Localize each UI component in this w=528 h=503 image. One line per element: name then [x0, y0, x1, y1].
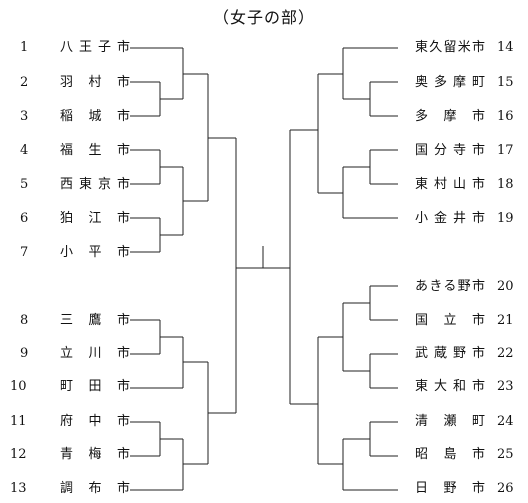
team-number: 13	[10, 481, 27, 496]
team-number: 19	[497, 211, 514, 226]
team-name: 立川市	[60, 346, 130, 361]
team-entry: 12 青梅市	[10, 445, 130, 465]
team-number: 1	[20, 40, 29, 55]
team-entry: 4 福生市	[20, 141, 130, 161]
bracket-title: （女子の部）	[212, 8, 315, 27]
team-entry: 10 町田市	[10, 377, 130, 397]
team-name: 東久留米市	[415, 40, 485, 55]
team-number: 10	[10, 379, 27, 394]
team-name: 西東京市	[60, 177, 130, 192]
team-number: 16	[497, 109, 514, 124]
team-name: 東村山市	[415, 177, 485, 192]
team-entry: 多摩市 16	[415, 107, 528, 127]
team-entry: 小金井市 19	[415, 209, 528, 229]
team-entry: あきる野市 20	[415, 277, 528, 297]
team-entry: 7 小平市	[20, 243, 130, 263]
team-entry: 3 稲城市	[20, 107, 130, 127]
team-entry: 13 調布市	[10, 479, 130, 499]
team-entry: 6 狛江市	[20, 209, 130, 229]
team-name: 羽村市	[60, 75, 130, 90]
team-number: 26	[497, 481, 514, 496]
team-name: 国分寺市	[415, 143, 485, 158]
team-name: 東大和市	[415, 379, 485, 394]
team-number: 3	[20, 109, 29, 124]
team-name: 小平市	[60, 245, 130, 260]
team-entry: 2 羽村市	[20, 73, 130, 93]
team-name: 武蔵野市	[415, 346, 485, 361]
team-name: あきる野市	[415, 279, 485, 294]
team-name: 福生市	[60, 143, 130, 158]
team-number: 8	[20, 313, 29, 328]
team-number: 14	[497, 40, 514, 55]
team-number: 24	[497, 414, 514, 429]
team-entry: 東久留米市 14	[415, 38, 528, 58]
team-entry: 国立市 21	[415, 311, 528, 331]
team-number: 2	[20, 75, 29, 90]
team-entry: 東村山市 18	[415, 175, 528, 195]
team-entry: 昭島市 25	[415, 445, 528, 465]
team-number: 22	[497, 346, 514, 361]
team-number: 21	[497, 313, 514, 328]
team-number: 15	[497, 75, 514, 90]
team-number: 17	[497, 143, 514, 158]
team-name: 狛江市	[60, 211, 130, 226]
team-entry: 日野市 26	[415, 479, 528, 499]
team-name: 清瀬町	[415, 414, 485, 429]
team-name: 国立市	[415, 313, 485, 328]
team-number: 20	[497, 279, 514, 294]
team-number: 4	[20, 143, 29, 158]
team-name: 奥多摩町	[415, 75, 485, 90]
team-number: 23	[497, 379, 514, 394]
team-name: 府中市	[60, 414, 130, 429]
team-name: 調布市	[60, 481, 130, 496]
team-number: 18	[497, 177, 514, 192]
team-name: 稲城市	[60, 109, 130, 124]
team-number: 9	[20, 346, 29, 361]
team-number: 25	[497, 447, 514, 462]
team-entry: 1 八王子市	[20, 38, 130, 58]
team-name: 日野市	[415, 481, 485, 496]
team-name: 小金井市	[415, 211, 485, 226]
team-number: 7	[20, 245, 29, 260]
team-name: 多摩市	[415, 109, 485, 124]
team-entry: 武蔵野市 22	[415, 344, 528, 364]
team-entry: 国分寺市 17	[415, 141, 528, 161]
team-entry: 奥多摩町 15	[415, 73, 528, 93]
team-entry: 11 府中市	[10, 412, 130, 432]
team-entry: 東大和市 23	[415, 377, 528, 397]
team-number: 11	[10, 414, 27, 429]
team-name: 昭島市	[415, 447, 485, 462]
team-name: 八王子市	[60, 40, 130, 55]
team-number: 5	[20, 177, 29, 192]
team-name: 町田市	[60, 379, 130, 394]
team-entry: 8 三鷹市	[20, 311, 130, 331]
team-entry: 9 立川市	[20, 344, 130, 364]
team-number: 6	[20, 211, 29, 226]
team-name: 青梅市	[60, 447, 130, 462]
team-entry: 清瀬町 24	[415, 412, 528, 432]
team-entry: 5 西東京市	[20, 175, 130, 195]
team-name: 三鷹市	[60, 313, 130, 328]
team-number: 12	[10, 447, 27, 462]
